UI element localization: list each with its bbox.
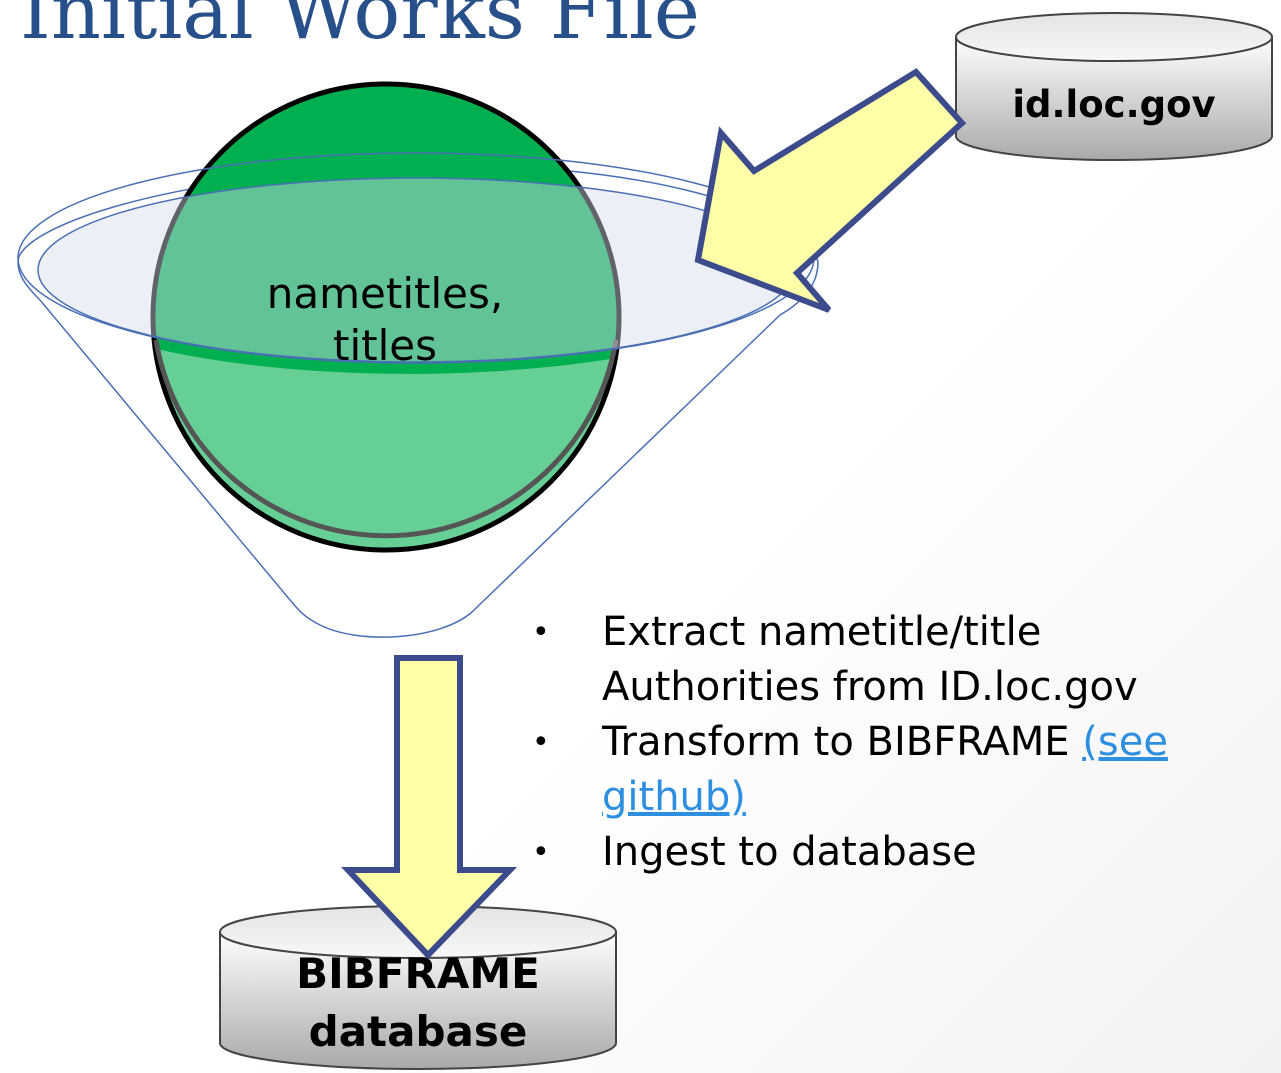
step-text: Transform to BIBFRAME: [602, 719, 1083, 765]
bullet-icon: •: [532, 835, 550, 870]
steps-list: • Extract nametitle/title Authorities fr…: [530, 605, 1270, 880]
bullet-icon: •: [532, 615, 550, 650]
step-text: Ingest to database: [602, 829, 977, 875]
step-text: Extract nametitle/title Authorities from…: [602, 609, 1138, 710]
target-database-name-line1: BIBFRAME: [296, 949, 540, 998]
page-title: Initial Works File: [20, 0, 700, 57]
bullet-icon: •: [532, 725, 550, 760]
sphere-label-line2: titles: [333, 321, 437, 370]
funnel-mouth: [17, 152, 815, 364]
input-arrow: [694, 68, 967, 313]
source-database-label: id.loc.gov: [958, 80, 1270, 130]
list-item: • Ingest to database: [530, 825, 1270, 880]
output-arrow: [341, 655, 518, 960]
github-link[interactable]: (see github): [602, 719, 1168, 820]
source-database-cylinder: [955, 12, 1273, 161]
source-database-name: id.loc.gov: [1012, 83, 1216, 126]
sphere-label: nametitles, titles: [205, 268, 565, 372]
list-item: • Transform to BIBFRAME (see github): [530, 715, 1270, 825]
target-database-label: BIBFRAME database: [220, 945, 616, 1061]
list-item: • Extract nametitle/title Authorities fr…: [530, 605, 1270, 715]
target-database-name-line2: database: [308, 1007, 528, 1056]
sphere-label-line1: nametitles,: [266, 269, 504, 318]
